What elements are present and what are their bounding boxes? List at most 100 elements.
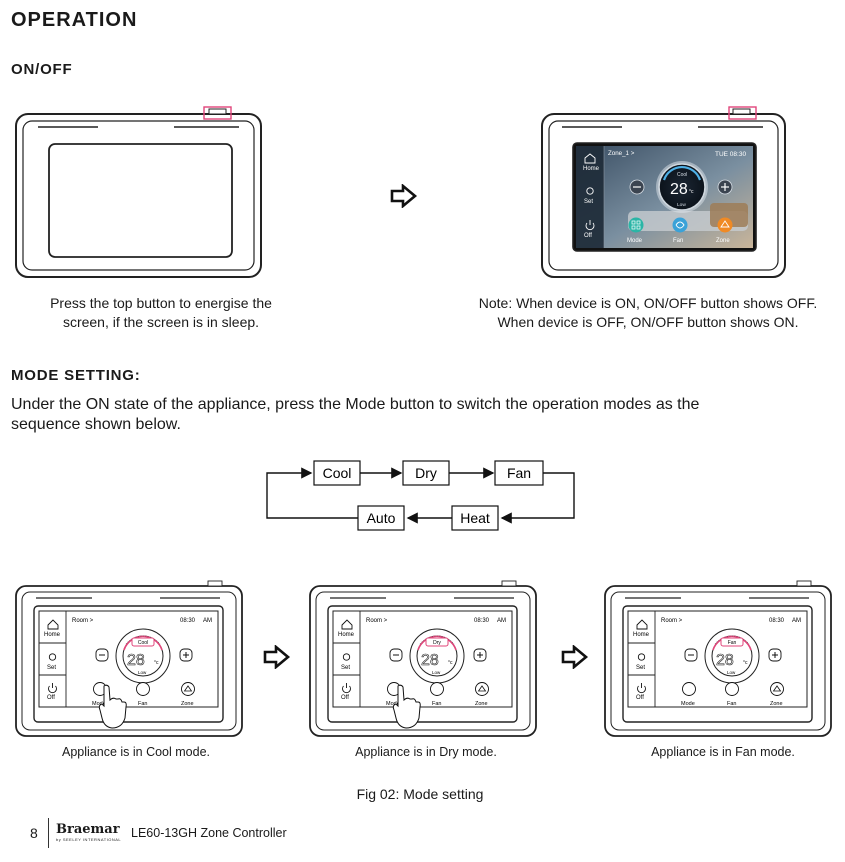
off-label: Off xyxy=(341,695,349,701)
brand-logo: Braemar xyxy=(56,822,120,837)
mode-indicator: Cool xyxy=(138,640,148,646)
mode-setting-title: MODE SETTING: xyxy=(11,367,141,384)
set-temperature: 28 xyxy=(716,652,734,669)
svg-text:Mode: Mode xyxy=(627,238,643,244)
ampm-label: AM xyxy=(792,618,801,624)
mode-box-cool: Cool xyxy=(323,465,352,481)
device-on-illustration: Home Set Off Zone_1 > TUE 08:30 Cool 28 … xyxy=(541,106,786,278)
fan-icon xyxy=(430,682,444,696)
svg-text:°c: °c xyxy=(154,660,159,666)
figure-caption: Fig 02: Mode setting xyxy=(356,786,484,802)
gear-icon xyxy=(637,653,646,661)
time-label: TUE 08:30 xyxy=(715,151,746,158)
mode-box-dry: Dry xyxy=(415,465,437,481)
onoff-caption-left: Press the top button to energise the scr… xyxy=(50,295,272,330)
home-label: Home xyxy=(583,166,600,172)
fan-button-label: Fan xyxy=(138,701,147,707)
set-label: Set xyxy=(636,665,645,671)
svg-text:Set: Set xyxy=(584,199,593,205)
set-temperature: 28 xyxy=(127,652,145,669)
onoff-title: ON/OFF xyxy=(11,61,73,78)
fan-button-label: Fan xyxy=(432,701,441,707)
mode-sequence-diagram: Cool Dry Fan Heat Auto xyxy=(266,460,575,531)
off-label: Off xyxy=(47,695,55,701)
mode-button-label: Mode xyxy=(681,701,695,707)
pointing-hand-icon xyxy=(98,684,127,729)
fan-icon xyxy=(725,682,739,696)
svg-text:°c: °c xyxy=(743,660,748,666)
onoff-caption-right: Note: When device is ON, ON/OFF button s… xyxy=(478,295,818,330)
svg-text:Low: Low xyxy=(138,670,147,675)
home-icon xyxy=(636,619,648,630)
ampm-label: AM xyxy=(497,618,506,624)
mode-button-label: Mode xyxy=(92,701,106,707)
mode-box-auto: Auto xyxy=(367,510,396,526)
zone-button-label: Zone xyxy=(770,701,783,707)
mode-icon xyxy=(682,682,696,696)
time-label: 08:30 xyxy=(180,618,196,624)
mode-box-heat: Heat xyxy=(460,510,490,526)
svg-text:Cool: Cool xyxy=(677,172,687,178)
svg-text:°c: °c xyxy=(689,189,694,195)
next-arrow-icon xyxy=(263,645,291,669)
power-icon xyxy=(48,685,57,694)
home-icon xyxy=(47,619,59,630)
device-caption-dry: Appliance is in Dry mode. xyxy=(355,745,497,759)
set-label: Set xyxy=(341,665,350,671)
mode-button-label: Mode xyxy=(386,701,400,707)
svg-text:°c: °c xyxy=(448,660,453,666)
device-caption-fan: Appliance is in Fan mode. xyxy=(651,745,795,759)
device-sleep-illustration xyxy=(15,106,262,278)
power-icon xyxy=(342,685,351,694)
top-power-button-highlight-on xyxy=(728,106,757,120)
pointing-hand-icon xyxy=(392,684,421,729)
svg-text:Off: Off xyxy=(584,233,592,239)
mode-setting-description: Under the ON state of the appliance, pre… xyxy=(11,396,700,433)
mode-indicator: Fan xyxy=(728,640,737,646)
home-label: Home xyxy=(44,632,61,638)
room-label: Room > xyxy=(366,618,388,624)
zone-icon xyxy=(770,682,784,696)
device-caption-cool: Appliance is in Cool mode. xyxy=(62,745,210,759)
set-label: Set xyxy=(47,665,56,671)
document-title: LE60-13GH Zone Controller xyxy=(131,826,287,840)
top-power-button-highlight xyxy=(203,106,232,120)
brand-subtitle: by SEELEY INTERNATIONAL xyxy=(56,837,122,842)
ampm-label: AM xyxy=(203,618,212,624)
room-label: Room > xyxy=(72,618,94,624)
set-temperature: 28 xyxy=(421,652,439,669)
fan-icon xyxy=(136,682,150,696)
time-label: 08:30 xyxy=(769,618,785,624)
set-temperature: 28 xyxy=(670,181,688,198)
svg-text:Fan: Fan xyxy=(673,238,683,244)
gear-icon xyxy=(342,653,351,661)
zone-icon xyxy=(181,682,195,696)
power-icon xyxy=(637,685,646,694)
home-label: Home xyxy=(633,632,650,638)
mode-indicator: Dry xyxy=(433,640,441,646)
fan-button-label: Fan xyxy=(727,701,736,707)
next-arrow-icon xyxy=(561,645,589,669)
zone-label: Zone_1 > xyxy=(608,150,635,157)
page-number: 8 xyxy=(30,825,38,841)
svg-text:Low: Low xyxy=(677,202,686,208)
footer-divider xyxy=(48,818,49,848)
time-label: 08:30 xyxy=(474,618,490,624)
svg-text:Low: Low xyxy=(432,670,441,675)
zone-button-label: Zone xyxy=(475,701,488,707)
svg-text:Low: Low xyxy=(727,670,736,675)
home-icon xyxy=(341,619,353,630)
zone-button-label: Zone xyxy=(181,701,194,707)
mode-box-fan: Fan xyxy=(507,465,531,481)
svg-text:Zone: Zone xyxy=(716,238,730,244)
room-label: Room > xyxy=(661,618,683,624)
home-label: Home xyxy=(338,632,355,638)
next-arrow-icon xyxy=(390,184,418,208)
gear-icon xyxy=(48,653,57,661)
page-heading: OPERATION xyxy=(11,9,138,31)
off-label: Off xyxy=(636,695,644,701)
zone-icon xyxy=(475,682,489,696)
